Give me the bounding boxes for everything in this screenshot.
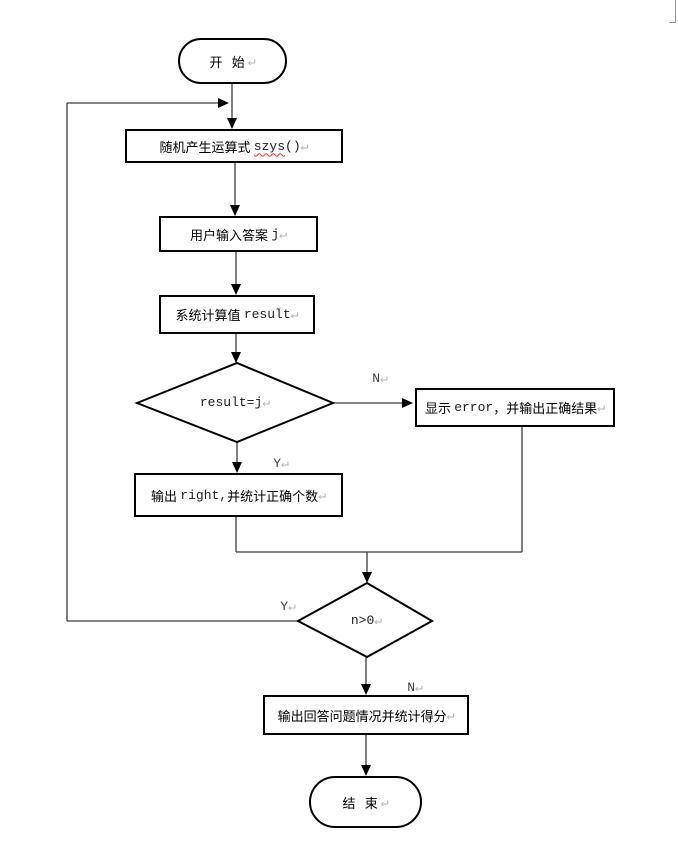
- paragraph-mark: ↵: [374, 612, 383, 628]
- process-generate-expression: 随机产生运算式 szys()↵: [125, 129, 343, 163]
- process-system-compute-result: 系统计算值 result↵: [159, 295, 315, 334]
- paragraph-mark: ↵: [597, 400, 606, 415]
- arrowhead: [230, 205, 240, 216]
- branch-label-check-yes: Y↵: [242, 441, 289, 486]
- branch-letter: N: [407, 680, 416, 695]
- arrowhead: [361, 765, 371, 776]
- start-node: 开 始↵: [178, 38, 287, 84]
- paragraph-mark: ↵: [290, 307, 299, 322]
- arrowhead: [402, 398, 413, 408]
- decision-n-greater-than-0-shape: [295, 581, 435, 659]
- process-show-error: 显示 error，并输出正确结果↵: [415, 388, 615, 427]
- paragraph-mark: ↵: [380, 794, 389, 810]
- process-label: ，并输出正确结果: [493, 401, 598, 416]
- paragraph-mark: ↵: [279, 226, 287, 242]
- paragraph-mark: ↵: [380, 371, 388, 386]
- code-text: szys: [253, 138, 286, 154]
- code-text: error: [454, 400, 494, 415]
- process-label: 显示: [424, 401, 455, 416]
- code-text: n>0: [350, 612, 375, 628]
- paragraph-mark: ↵: [262, 394, 271, 410]
- process-output-summary-score: 输出回答问题情况并统计得分↵: [263, 695, 469, 735]
- process-label: 输出: [151, 488, 181, 504]
- decision-result-equals-j-label: result=j↵: [160, 392, 310, 412]
- process-label: 随机产生运算式: [159, 139, 254, 155]
- arrowhead: [218, 98, 229, 108]
- branch-letter: N: [372, 371, 381, 386]
- code-text: (): [285, 138, 301, 154]
- arrowhead: [232, 462, 242, 473]
- process-label: 并统计正确个数: [227, 488, 319, 504]
- paragraph-mark: ↵: [415, 680, 423, 695]
- decision-n-greater-than-0-label: n>0↵: [300, 610, 433, 630]
- code-text: j: [271, 226, 280, 242]
- paragraph-mark: ↵: [281, 456, 289, 471]
- paragraph-mark: ↵: [446, 707, 455, 723]
- page-corner-mark: [669, 0, 676, 23]
- code-text: result: [243, 307, 291, 322]
- branch-label-loop-yes: Y↵: [249, 584, 296, 629]
- decision-result-equals-j-shape: [134, 361, 336, 444]
- paragraph-mark: ↵: [288, 599, 296, 614]
- arrowhead: [362, 572, 372, 583]
- arrowhead: [231, 352, 241, 363]
- start-label: 开 始: [209, 54, 248, 70]
- branch-letter: Y: [273, 456, 282, 471]
- end-label: 结 束: [342, 795, 381, 811]
- arrowhead: [227, 118, 237, 129]
- code-text: result=j: [199, 394, 263, 410]
- arrowhead: [231, 284, 241, 295]
- end-node: 结 束↵: [309, 776, 422, 828]
- process-user-input-answer: 用户输入答案 j↵: [159, 216, 318, 252]
- process-label: 系统计算值: [175, 308, 244, 323]
- process-output-right: 输出 right,并统计正确个数↵: [134, 473, 343, 517]
- branch-letter: Y: [280, 599, 289, 614]
- arrowhead: [361, 684, 371, 695]
- branch-label-loop-no: N↵: [376, 665, 423, 710]
- paragraph-mark: ↵: [247, 53, 256, 69]
- code-text: right,: [180, 487, 228, 503]
- process-label: 输出回答问题情况并统计得分: [277, 708, 447, 724]
- process-label: 用户输入答案: [190, 227, 272, 243]
- branch-label-check-no: N↵: [341, 356, 388, 401]
- paragraph-mark: ↵: [318, 487, 326, 503]
- paragraph-mark: ↵: [300, 138, 309, 154]
